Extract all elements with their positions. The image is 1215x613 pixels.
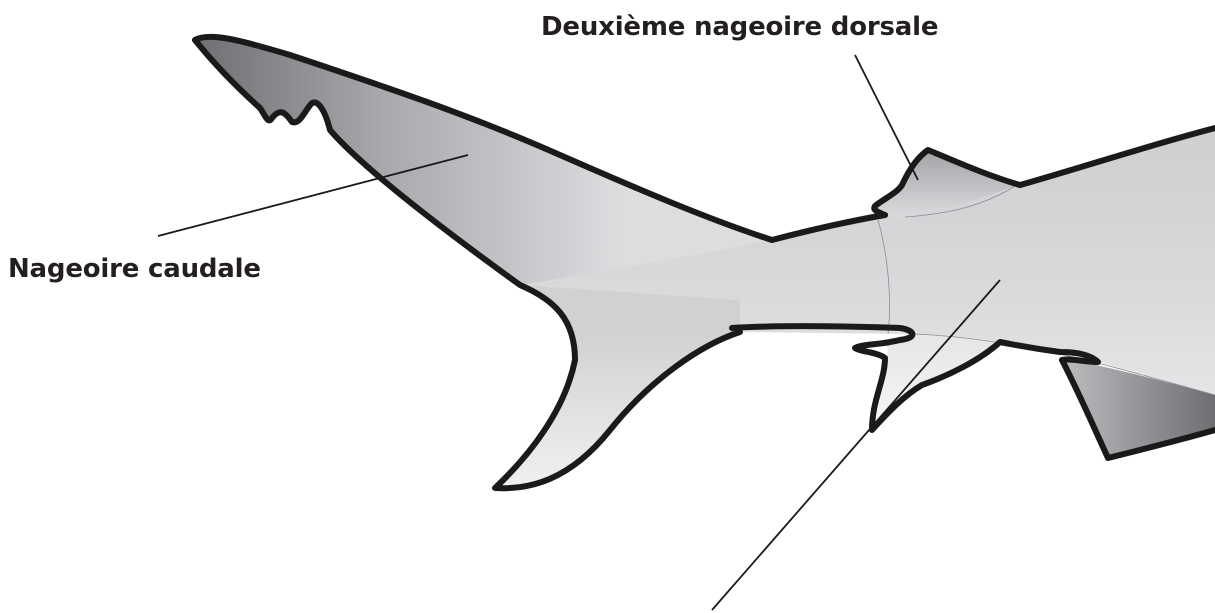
leader-line-dorsal — [855, 55, 918, 180]
label-second-dorsal-fin: Deuxième nageoire dorsale — [541, 12, 938, 42]
label-caudal-fin: Nageoire caudale — [8, 254, 261, 284]
caudal-fin-upper-lobe — [195, 37, 770, 285]
caudal-fin-lower-lobe — [495, 285, 740, 488]
